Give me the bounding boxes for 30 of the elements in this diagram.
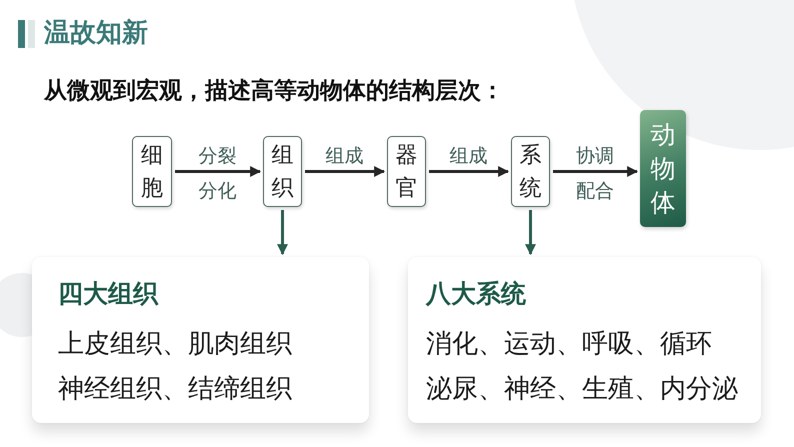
arrow (175, 166, 262, 177)
card-text: 神经组织、结缔组织 (58, 373, 292, 406)
box-label: 动物体 (650, 118, 676, 218)
process-box (511, 136, 550, 207)
box-label: 器官 (396, 142, 418, 202)
box-label: 系统 (520, 142, 542, 202)
edge-label: 组成 (324, 144, 364, 168)
card-text: 消化、运动、呼吸、循环 (426, 328, 712, 361)
info-card (408, 257, 761, 423)
process-box (263, 136, 302, 207)
card-text: 上皮组织、肌肉组织 (58, 328, 292, 361)
edge-label: 组成 (448, 144, 488, 168)
arrow (429, 166, 510, 177)
card-heading: 四大组织 (58, 279, 158, 309)
arrow (277, 210, 288, 256)
process-box (387, 136, 426, 207)
edge-label: 协调配合 (574, 144, 615, 204)
card-heading: 八大系统 (426, 279, 526, 309)
slide-title: 温故知新 (44, 17, 148, 49)
info-card (32, 257, 369, 423)
arrow (305, 166, 386, 177)
subtitle-text: 从微观到宏观，描述高等动物体的结构层次： (44, 77, 504, 106)
box-label: 细胞 (141, 142, 163, 202)
arrow (525, 210, 536, 256)
edge-label: 分裂分化 (197, 144, 238, 204)
arrow (553, 166, 638, 177)
process-box (132, 136, 172, 207)
result-box (640, 110, 686, 227)
box-label: 组织 (272, 142, 294, 202)
card-text: 泌尿、神经、生殖、内分泌 (426, 373, 738, 406)
